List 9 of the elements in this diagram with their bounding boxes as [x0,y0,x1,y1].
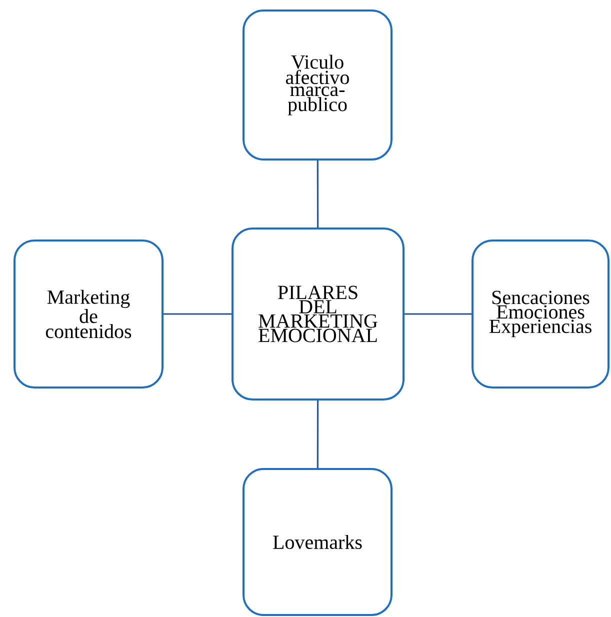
connector-line [316,400,319,468]
rounded-box: PILARES DEL MARKETING EMOCIONAL [232,228,404,400]
connector-line [164,313,232,315]
connector-line [316,160,319,228]
rounded-box: Viculo afectivo marca-publico [242,10,392,160]
rounded-box: Marketing de contenidos [14,240,164,388]
rounded-box: Sencaciones Emociones Experiencias [472,240,610,388]
connector-line [404,313,472,315]
rounded-box: Lovemarks [242,468,392,616]
